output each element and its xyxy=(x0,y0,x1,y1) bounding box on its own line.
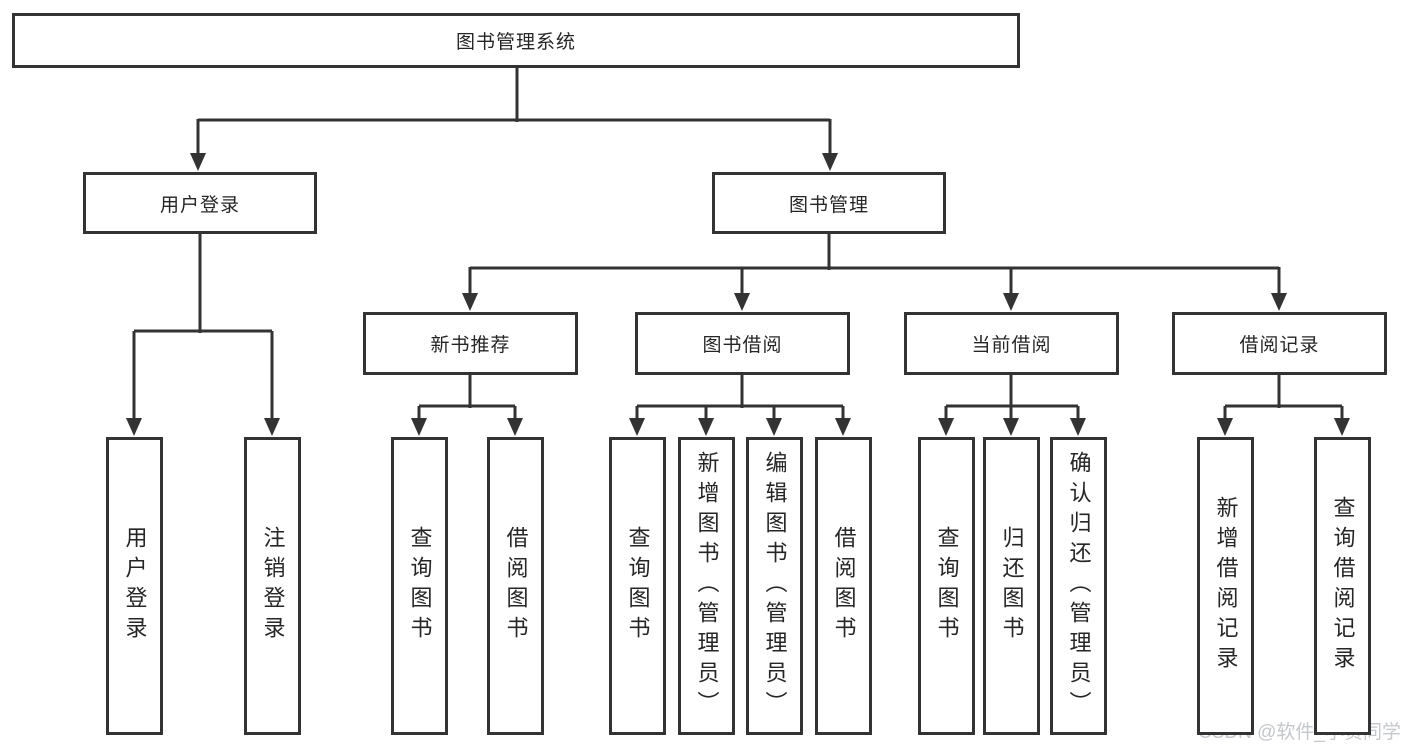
node-label: 新书推荐 xyxy=(430,335,511,356)
node-label: 注销登录 xyxy=(260,526,286,646)
arrow-down-icon xyxy=(264,418,280,436)
leaf-record-query: 查询借阅记录 xyxy=(1314,437,1371,735)
arrow-down-icon xyxy=(766,418,782,436)
node-book-borrow: 图书借阅 xyxy=(635,312,850,375)
node-label: 图书管理系统 xyxy=(455,32,576,53)
node-label: 当前借阅 xyxy=(971,335,1052,356)
node-current-borrow: 当前借阅 xyxy=(904,312,1119,375)
leaf-recommend-borrow-book: 借阅图书 xyxy=(487,437,544,735)
arrow-down-icon xyxy=(1271,293,1287,311)
arrow-down-icon xyxy=(1003,418,1019,436)
arrow-down-icon xyxy=(462,293,478,311)
node-borrow-record: 借阅记录 xyxy=(1172,312,1387,375)
leaf-borrow-edit-book-admin: 编辑图书（管理员） xyxy=(746,437,803,735)
node-label: 新增图书（管理员） xyxy=(694,451,720,721)
node-label: 新增借阅记录 xyxy=(1213,496,1239,676)
arrow-down-icon xyxy=(411,418,427,436)
arrow-down-icon xyxy=(938,418,954,436)
arrow-down-icon xyxy=(1003,293,1019,311)
arrow-down-icon xyxy=(126,418,142,436)
leaf-current-confirm-return-admin: 确认归还（管理员） xyxy=(1050,437,1107,735)
leaf-current-query-book: 查询图书 xyxy=(918,437,975,735)
node-label: 图书管理 xyxy=(788,194,869,216)
leaf-user-login: 用户登录 xyxy=(106,437,163,735)
leaf-borrow-query-book: 查询图书 xyxy=(609,437,666,735)
node-label: 查询图书 xyxy=(407,526,433,646)
node-label: 借阅记录 xyxy=(1239,335,1320,356)
leaf-record-add: 新增借阅记录 xyxy=(1197,437,1254,735)
arrowheads xyxy=(126,153,1350,436)
node-label: 编辑图书（管理员） xyxy=(762,451,788,721)
leaf-current-return-book: 归还图书 xyxy=(983,437,1040,735)
arrow-down-icon xyxy=(629,418,645,436)
leaf-recommend-query-book: 查询图书 xyxy=(391,437,448,735)
arrow-down-icon xyxy=(822,153,838,171)
node-book-management: 图书管理 xyxy=(712,172,946,234)
node-user-login: 用户登录 xyxy=(83,172,317,234)
node-label: 查询图书 xyxy=(934,526,960,646)
node-label: 用户登录 xyxy=(159,194,240,216)
connector-paths xyxy=(132,68,1344,420)
leaf-borrow-add-book-admin: 新增图书（管理员） xyxy=(678,437,735,735)
arrow-down-icon xyxy=(835,418,851,436)
arrow-down-icon xyxy=(507,418,523,436)
node-label: 图书借阅 xyxy=(702,335,783,356)
node-label: 确认归还（管理员） xyxy=(1066,451,1092,721)
arrow-down-icon xyxy=(190,153,206,171)
node-label: 借阅图书 xyxy=(503,526,529,646)
node-label: 归还图书 xyxy=(999,526,1025,646)
arrow-down-icon xyxy=(1217,418,1233,436)
node-label: 用户登录 xyxy=(122,526,148,646)
node-new-book-recommend: 新书推荐 xyxy=(363,312,578,375)
node-root: 图书管理系统 xyxy=(12,13,1020,68)
leaf-borrow-borrow-book: 借阅图书 xyxy=(815,437,872,735)
node-label: 借阅图书 xyxy=(831,526,857,646)
node-label: 查询借阅记录 xyxy=(1330,496,1356,676)
node-label: 查询图书 xyxy=(625,526,651,646)
arrow-down-icon xyxy=(1334,418,1350,436)
arrow-down-icon xyxy=(734,293,750,311)
arrow-down-icon xyxy=(698,418,714,436)
arrow-down-icon xyxy=(1070,418,1086,436)
leaf-logout: 注销登录 xyxy=(244,437,301,735)
